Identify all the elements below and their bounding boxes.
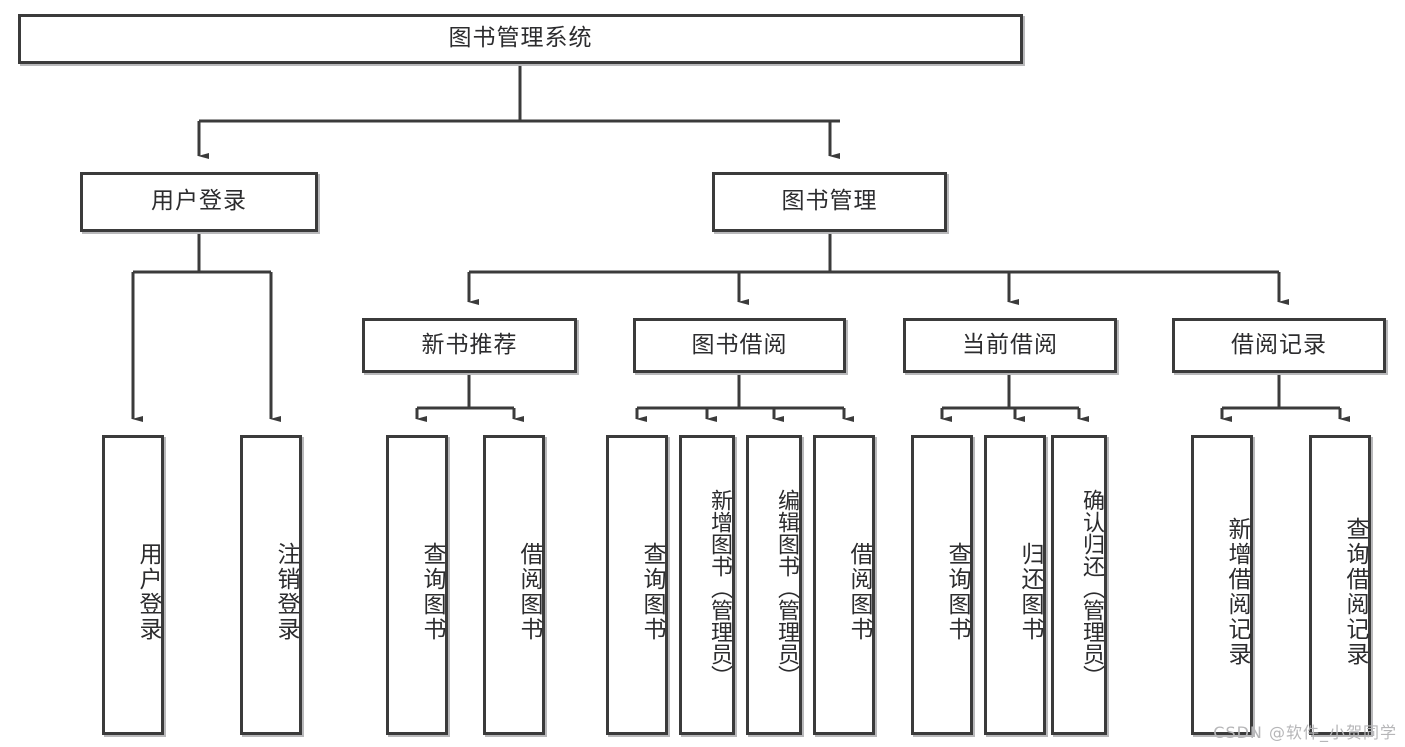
node-root[interactable]: 图书管理系统 [18, 14, 1023, 64]
leaf-logout[interactable]: 注销登录 [240, 435, 302, 735]
leaf-borrow-book-1[interactable]: 借阅图书 [483, 435, 545, 735]
leaf-query-book-3[interactable]: 查询图书 [911, 435, 973, 735]
leaf-return-book[interactable]: 归还图书 [984, 435, 1046, 735]
leaf-add-record[interactable]: 新增借阅记录 [1191, 435, 1253, 735]
node-current-borrow[interactable]: 当前借阅 [903, 318, 1117, 373]
node-borrow-record[interactable]: 借阅记录 [1172, 318, 1386, 373]
leaf-add-book[interactable]: 新增图书（管理员） [679, 435, 735, 735]
node-new-book-recommend[interactable]: 新书推荐 [362, 318, 577, 373]
leaf-borrow-book-2[interactable]: 借阅图书 [813, 435, 875, 735]
leaf-query-record[interactable]: 查询借阅记录 [1309, 435, 1371, 735]
node-user-login[interactable]: 用户登录 [80, 172, 318, 232]
leaf-query-book-2[interactable]: 查询图书 [606, 435, 668, 735]
leaf-user-login[interactable]: 用户登录 [102, 435, 164, 735]
leaf-edit-book[interactable]: 编辑图书（管理员） [746, 435, 802, 735]
node-book-borrow[interactable]: 图书借阅 [633, 318, 846, 373]
leaf-query-book-1[interactable]: 查询图书 [386, 435, 448, 735]
node-book-manage[interactable]: 图书管理 [712, 172, 947, 232]
csdn-watermark: CSDN @软件_小贺同学 [1213, 723, 1397, 742]
leaf-confirm-return[interactable]: 确认归还（管理员） [1051, 435, 1107, 735]
